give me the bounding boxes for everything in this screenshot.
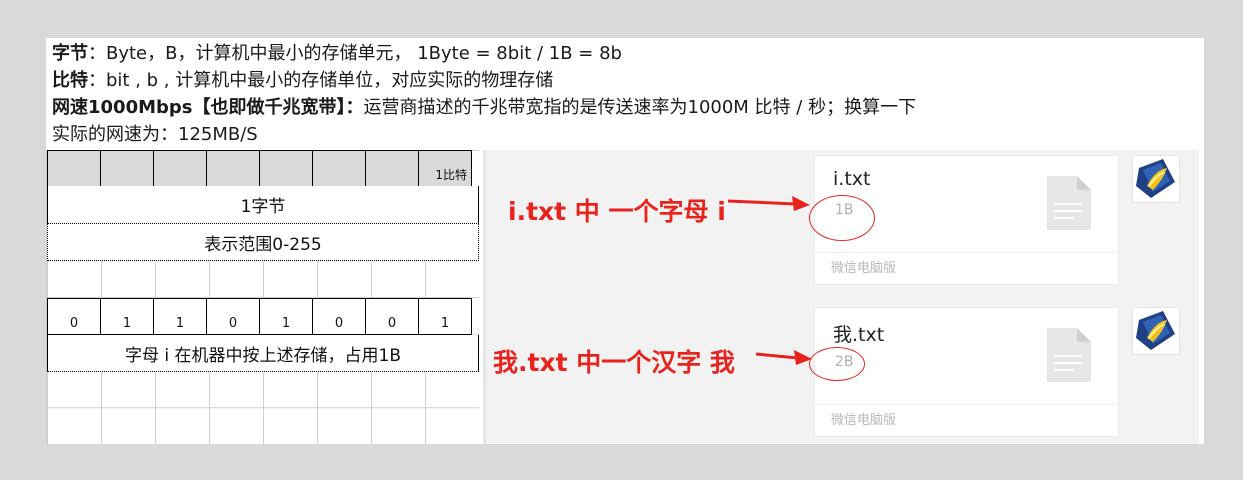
bit-cell[interactable]	[100, 150, 154, 187]
note-byte-text: ：Byte，B，计算机中最小的存储单元， 1Byte = 8bit / 1B =…	[88, 43, 622, 64]
file-name: i.txt	[833, 168, 871, 190]
term-byte: 字节	[52, 43, 88, 64]
document-icon	[1047, 328, 1091, 382]
spreadsheet-sheet: 字节：Byte，B，计算机中最小的存储单元， 1Byte = 8bit / 1B…	[46, 38, 1204, 444]
file-message-card[interactable]: 我.txt 2B 微信电脑版	[809, 307, 1119, 437]
storage-label-cell[interactable]: 字母 i 在机器中按上述存储，占用1B	[47, 335, 479, 372]
bit-value-cell[interactable]: 1	[259, 298, 313, 335]
bit-cell[interactable]	[153, 150, 207, 187]
bit-cell[interactable]	[259, 150, 313, 187]
bit-cell[interactable]	[206, 150, 260, 187]
range-label-cell[interactable]: 表示范围0-255	[47, 224, 479, 261]
note-line-actual: 实际的网速为：125MB/S	[52, 121, 1192, 148]
bit-cell[interactable]	[312, 150, 366, 187]
note-speed-text: 运营商描述的千兆带宽指的是传送速率为1000M 比特 / 秒；换算一下	[363, 97, 917, 118]
note-actual-text: 实际的网速为：125MB/S	[52, 124, 258, 145]
document-icon	[1047, 176, 1091, 230]
bit-cells-row: 1比特	[47, 150, 479, 187]
annotation-letter: i.txt 中 一个字母 i	[508, 197, 726, 226]
bit-value-cell[interactable]: 0	[206, 298, 260, 335]
bit-value-cell[interactable]: 1	[100, 298, 154, 335]
avatar-image-icon	[1133, 308, 1179, 354]
file-message-card[interactable]: i.txt 1B 微信电脑版	[809, 155, 1119, 285]
bit-value-cell[interactable]: 1	[418, 298, 472, 335]
note-bit-text: ：bit , b , 计算机中最小的存储单位，对应实际的物理存储	[88, 70, 554, 91]
notes-text: 字节：Byte，B，计算机中最小的存储单元， 1Byte = 8bit / 1B…	[52, 40, 1192, 148]
avatar[interactable]	[1132, 155, 1180, 203]
highlight-ring	[809, 195, 875, 241]
avatar-image-icon	[1133, 156, 1179, 202]
arrow-icon	[727, 196, 810, 211]
wechat-file-panel: i.txt 中 一个字母 i i.txt 1B 微信电脑版	[483, 150, 1199, 444]
bit-value-cell[interactable]: 1	[153, 298, 207, 335]
bit-value-cell[interactable]: 0	[47, 298, 101, 335]
byte-diagram: 1比特 1字节 表示范围0-255 0 1 1 0 1 0 0 1 字母 i 在…	[46, 150, 479, 444]
bit-cell[interactable]	[47, 150, 101, 187]
highlight-ring	[809, 347, 865, 381]
term-bit: 比特	[52, 70, 88, 91]
bit-cell-label[interactable]: 1比特	[418, 150, 472, 187]
term-speed: 网速1000Mbps【也即做千兆宽带】：	[52, 97, 364, 118]
bit-cell[interactable]	[365, 150, 419, 187]
byte-label-cell[interactable]: 1字节	[47, 186, 479, 224]
note-line-speed: 网速1000Mbps【也即做千兆宽带】：运营商描述的千兆带宽指的是传送速率为10…	[52, 94, 1192, 121]
bit-value-cell[interactable]: 0	[312, 298, 366, 335]
note-line-bit: 比特：bit , b , 计算机中最小的存储单位，对应实际的物理存储	[52, 67, 1192, 94]
file-name: 我.txt	[833, 324, 885, 346]
file-source: 微信电脑版	[815, 404, 1118, 436]
arrow-icon	[755, 350, 812, 365]
annotation-hanzi: 我.txt 中一个汉字 我	[493, 348, 735, 377]
note-line-byte: 字节：Byte，B，计算机中最小的存储单元， 1Byte = 8bit / 1B…	[52, 40, 1192, 67]
avatar[interactable]	[1132, 307, 1180, 355]
bit-values-row: 0 1 1 0 1 0 0 1	[47, 298, 479, 335]
bit-value-cell[interactable]: 0	[365, 298, 419, 335]
file-source: 微信电脑版	[815, 252, 1118, 284]
